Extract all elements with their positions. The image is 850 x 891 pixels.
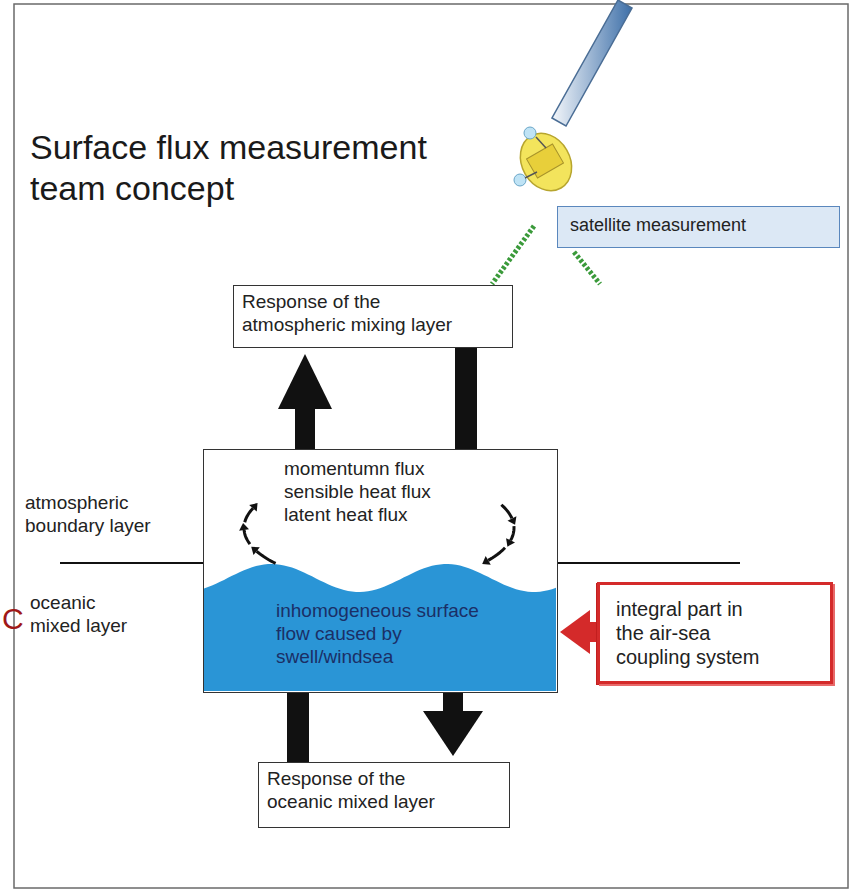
antenna-arm: [525, 172, 537, 178]
connector-shaft: [590, 622, 597, 642]
callout-arrow: [560, 610, 597, 654]
solar-panel: [552, 0, 632, 126]
circulation-arrow: [257, 551, 276, 563]
boundary-line: [558, 562, 740, 564]
circulation-arrowhead: [249, 503, 257, 512]
circulation-arrow: [501, 505, 512, 519]
flux-bar: [298, 693, 299, 762]
connector-shaft: [443, 693, 463, 711]
callout-box: integral part in the air-sea coupling sy…: [597, 582, 833, 684]
antenna-dish: [524, 127, 536, 139]
signal-beam: [492, 226, 534, 284]
node-text: Response of the oceanic mixed layer: [267, 768, 462, 814]
layer-label: atmospheric boundary layer: [25, 492, 193, 538]
circulation-arrow: [245, 508, 253, 522]
node-text: Response of the atmospheric mixing layer: [242, 291, 477, 337]
circulation-arrowhead: [251, 547, 260, 555]
boundary-line: [60, 562, 203, 564]
connector-shaft: [295, 409, 315, 449]
frame: [14, 4, 848, 888]
antenna-dish: [514, 174, 526, 186]
flux-arrow: [423, 693, 483, 756]
satellite-box: satellite measurement: [557, 206, 840, 248]
circulation-arrowhead: [482, 556, 491, 565]
circulation-arrowhead: [239, 523, 249, 531]
circulation-arrowhead: [506, 538, 515, 546]
arrowhead: [423, 711, 483, 756]
circulation-arrow: [244, 530, 250, 544]
satellite-body: [510, 124, 582, 200]
flux-arrow: [278, 354, 332, 449]
node-text: satellite measurement: [570, 215, 827, 237]
circulation-arrowhead: [507, 516, 516, 524]
diagram-title: Surface flux measurement team concept: [30, 127, 480, 209]
air-sea-box: momentumn flux sensible heat flux latent…: [203, 449, 558, 693]
satellite-core: [527, 144, 564, 178]
process-box: Response of the oceanic mixed layer: [258, 762, 510, 828]
node-body-text: inhomogeneous surface flow caused by swe…: [276, 600, 494, 668]
arrowhead: [278, 354, 332, 409]
circulation-arrow: [511, 526, 514, 540]
circulation-arrow: [488, 548, 505, 561]
process-box: Response of the atmospheric mixing layer: [233, 285, 513, 348]
signal-beam: [574, 252, 600, 284]
layer-label: oceanic mixed layer: [30, 592, 148, 638]
flux-bar: [466, 348, 467, 449]
connector-shaft: [287, 693, 309, 762]
antenna-arm: [536, 137, 546, 148]
node-text: momentumn flux sensible heat flux latent…: [284, 458, 459, 526]
arrowhead: [560, 610, 590, 654]
connector-shaft: [455, 348, 477, 449]
node-text: integral part in the air-sea coupling sy…: [616, 597, 766, 669]
cropped-letter: C: [2, 601, 32, 637]
satellite-icon: [510, 0, 632, 200]
sea-water: [204, 564, 556, 691]
